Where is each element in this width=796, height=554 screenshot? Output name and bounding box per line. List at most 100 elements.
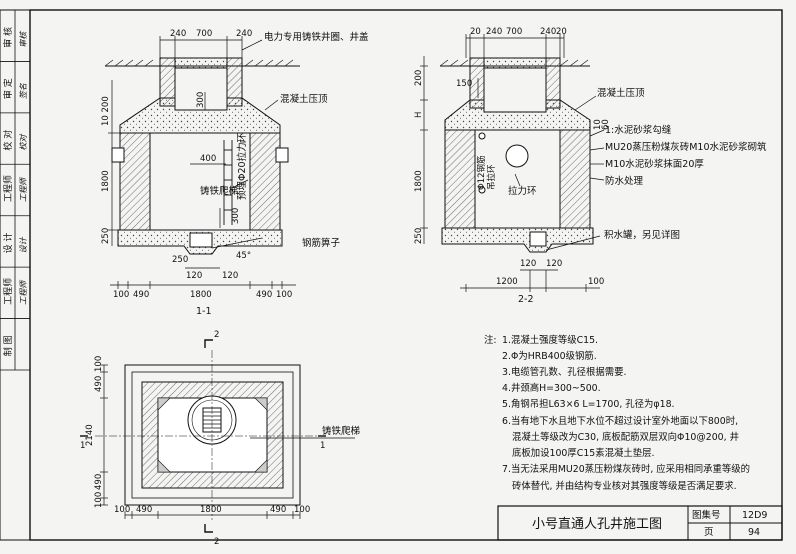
sign-off-role: 审 核 [2,27,14,48]
plan-ladder-label: 铸铁爬梯 [322,425,361,437]
s2-title: 2-2 [518,294,534,305]
s1-dim-inner-3: 250 [172,255,188,265]
note-line-0: 1.混凝土强度等级C15. [502,334,598,346]
sign-off-role: 制 图 [2,335,14,356]
plan-dim-left-3: 490 [94,474,104,490]
s1-dim-bottom-0: 100 [113,290,129,300]
plan-dim-left-4: 100 [94,492,104,508]
s2-dim-left-2: 150 [456,79,472,89]
note-line-2: 3.电缆管孔数、孔径根据需要. [502,366,626,378]
plan-dim-bottom-0: 100 [114,505,130,515]
title-block: 小号直通人孔井施工图 图集号 12D9 页 94 [497,505,783,541]
sign-off-role: 审 定 [2,78,14,99]
s2-dim-right-1: 60 [601,119,611,130]
plan-mark-1-right: 1 [320,441,325,451]
note-line-1: 2.Φ为HRB400级钢筋. [502,350,597,362]
s1-callout-grate: 钢筋箅子 [302,237,341,249]
drawing-title: 小号直通人孔井施工图 [532,517,662,532]
s2-callout-l1: 1:水泥砂浆勾缝 [605,124,672,136]
sign-off-signature: 签名 [19,82,28,99]
plan-view: 2 2 1 1 铸铁爬梯 [80,330,361,547]
s2-callout-l3: M10水泥砂浆抹面20厚 [605,158,704,170]
s2-callout-sump: 积水罐，另见详图 [604,229,680,241]
s1-dim-top-2: 240 [236,29,252,39]
s2-callout-l2: MU20蒸压粉煤灰砖M10水泥砂浆砌筑 [605,141,767,153]
s1-dim-top-0: 240 [170,29,186,39]
s1-dim-inner-5: 120 [222,271,238,281]
plan-dim-bottom-1: 490 [136,505,152,515]
s2-callout-l4: 防水处理 [605,175,644,187]
s2-dim-top-4: 20 [556,27,567,37]
sign-off-role: 工程师 [2,278,14,305]
atlas-value: 12D9 [742,510,767,521]
sign-off-signature: 工程师 [19,279,28,305]
s2-dim-left-4: 250 [414,228,424,244]
sign-off-strip: 审 核审核审 定签名校 对校对工程师工程师设 计设计工程师工程师制 图 [0,9,31,541]
note-line-6: 混凝土等级改为C30, 底板配筋双层双向Φ10@200, 井 [512,431,739,443]
plan-dim-bottom-4: 100 [294,505,310,515]
note-line-8: 7.当无法采用MU20蒸压粉煤灰砖时, 应采用相同承重等级的 [502,463,750,475]
section-1-1: 240 700 240 10 200 1800 250 300 400 300 … [101,29,369,317]
notes-header: 注: [484,334,497,346]
s1-callout-roof: 混凝土压顶 [280,93,328,105]
plan-mark-1-left: 1 [80,441,85,451]
s2-dim-bottom-1: 120 [546,259,562,269]
note-line-4: 5.角钢吊担L63×6 L=1700, 孔径为φ18. [502,398,675,410]
sign-off-signature: 校对 [19,134,28,151]
sign-off-signature: 审核 [19,30,28,48]
sign-off-signature: 设计 [19,236,28,253]
s2-callout-bolt: Φ12钢筋 [476,155,487,190]
s1-dim-inner-0: 300 [196,92,206,108]
note-line-3: 4.井颈高H=300~500. [502,382,601,394]
s1-dim-bottom-2: 1800 [190,290,212,300]
s2-dim-left-3: 1800 [414,170,424,192]
plan-dim-left-1: 100 [94,356,104,372]
s2-dim-right-0: 10 [593,119,603,130]
s1-dim-bottom-4: 100 [276,290,292,300]
s2-dim-top-2: 700 [506,27,522,37]
s1-dim-inner-2: 300 [231,208,241,224]
s2-dim-bottom-0: 120 [520,259,536,269]
s2-dim-bottom-2: 1200 [496,277,518,287]
s1-dim-left-2: 250 [101,228,111,244]
plan-mark-2-bottom: 2 [214,537,219,547]
atlas-label: 图集号 [692,509,721,521]
plan-dim-bottom-2: 1800 [200,505,222,515]
plan-dim-left-2: 2140 [85,424,95,446]
plan-mark-2-top: 2 [214,330,219,340]
s2-dim-bottom-3: 100 [588,277,604,287]
page-value: 94 [748,527,760,538]
notes-block: 注: 1.混凝土强度等级C15. 2.Φ为HRB400级钢筋. 3.电缆管孔数、… [484,334,750,492]
sign-off-role: 工程师 [2,175,14,202]
note-line-5: 6.当有地下水且地下水位不超过设计室外地面以下800时, [502,415,738,427]
s1-dim-left-0: 10 200 [101,96,111,126]
s1-dim-inner-4: 120 [186,271,202,281]
s2-dim-left-1: H [414,112,424,118]
note-line-7: 底板加设100厚C15素混凝土垫层. [512,447,654,459]
s1-dim-inner-1: 400 [200,154,216,164]
s2-dim-left-0: 200 [414,70,424,86]
page-label: 页 [704,527,714,538]
s2-dim-top-0: 20 [470,27,481,37]
s1-callout-ladder: 铸铁爬梯 [200,185,239,197]
section-2-2: 20 240 700 240 20 200 H 150 1800 250 10 … [414,27,767,305]
s1-dim-left-1: 1800 [101,170,111,192]
s2-callout-bolt2: 吊拉环 [486,164,497,190]
s2-callout-roof: 混凝土压顶 [597,87,645,99]
plan-dim-left-0: 490 [94,376,104,392]
s2-dim-top-3: 240 [540,27,556,37]
sign-off-role: 校 对 [2,130,14,151]
s1-callout-cover: 电力专用铸铁井圈、井盖 [264,31,369,43]
s1-dim-bottom-3: 490 [256,290,272,300]
s2-dim-top-1: 240 [486,27,502,37]
s2-callout-ring: 拉力环 [508,185,537,197]
s1-callout-ring: 预埋Φ20拉力环 [236,133,248,200]
s1-title: 1-1 [196,306,212,317]
sign-off-signature: 工程师 [19,176,28,202]
plan-dim-bottom-3: 490 [270,505,286,515]
s1-dim-bottom-1: 490 [133,290,149,300]
sign-off-role: 设 计 [2,233,14,254]
s1-dim-top-1: 700 [196,29,212,39]
